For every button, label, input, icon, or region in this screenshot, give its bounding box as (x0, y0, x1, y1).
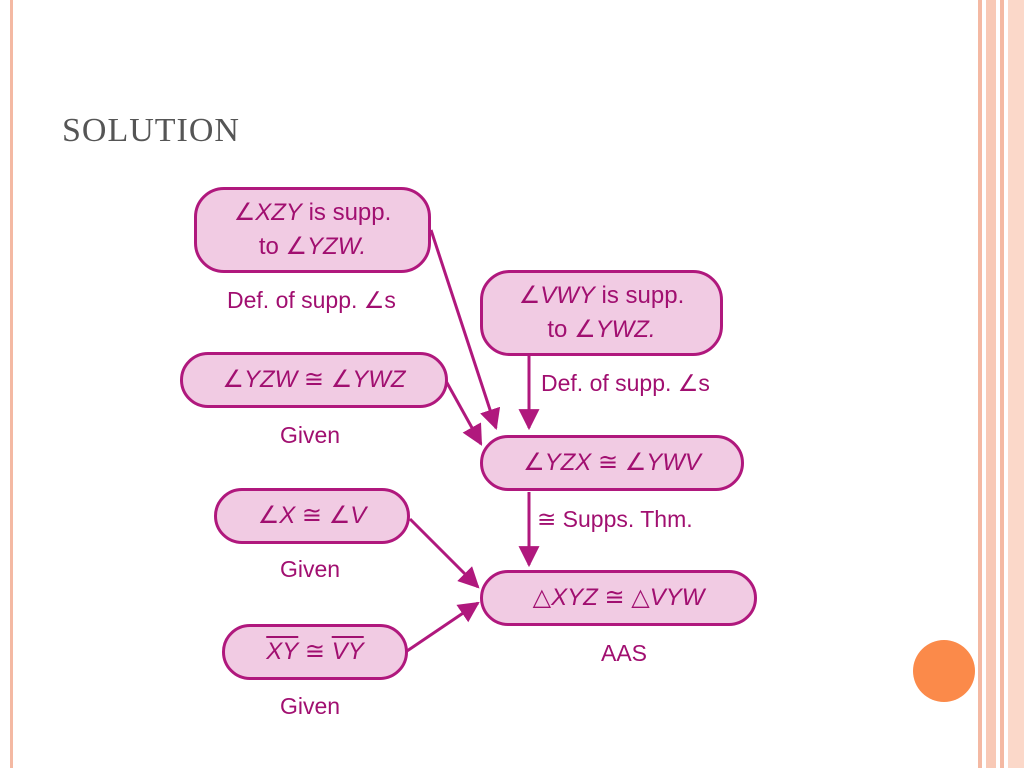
node-triangle-xyz-congruent-vyw: △XYZ ≅ △VYW (480, 570, 757, 626)
arrow-yzw-to-yzx (444, 380, 483, 446)
reason-aas: AAS (601, 640, 648, 666)
reason-supps-thm: ≅ Supps. Thm. (537, 506, 693, 532)
left-frame-line (10, 0, 13, 768)
node-xy-congruent-vy: XY ≅ VY (222, 624, 408, 680)
reason-given-3: Given (280, 693, 341, 719)
slide-title: SOLUTION (62, 112, 240, 149)
reason-given-1: Given (280, 422, 341, 448)
orange-dot (913, 640, 975, 702)
arrow-x-to-tri (408, 517, 480, 589)
right-stripes (978, 0, 1024, 768)
node-x-congruent-v: ∠X ≅ ∠V (214, 488, 410, 544)
reason-given-2: Given (280, 556, 341, 582)
node-yzw-congruent-ywz: ∠YZW ≅ ∠YWZ (180, 352, 448, 408)
reason-def-supp-right: Def. of supp. ∠s (541, 370, 710, 396)
arrow-xy-to-tri (406, 601, 480, 653)
node-vwy-supp-ywz: ∠VWY is supp. to ∠YWZ. (480, 270, 723, 356)
node-yzx-congruent-ywv: ∠YZX ≅ ∠YWV (480, 435, 744, 491)
node-xzy-supp-yzw: ∠XZY is supp. to ∠YZW. (194, 187, 431, 273)
reason-def-supp-left: Def. of supp. ∠s (227, 287, 396, 313)
arrow-xzy-to-yzx (429, 229, 501, 430)
